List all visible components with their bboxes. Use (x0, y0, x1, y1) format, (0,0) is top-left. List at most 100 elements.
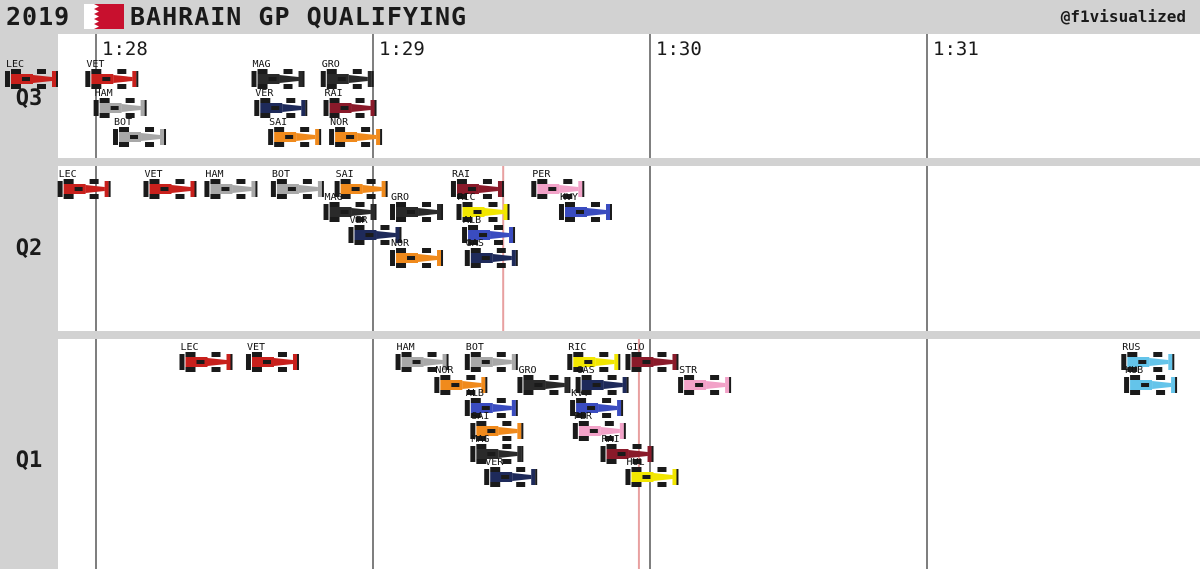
driver-label: BOT (114, 117, 132, 128)
driver-label: PER (574, 411, 593, 422)
car-q3-sai: SAI (268, 117, 322, 147)
driver-label: RIC (568, 342, 586, 353)
car-q1-ver: VER (484, 457, 538, 487)
driver-label: BOT (466, 342, 484, 353)
driver-label: RIC (458, 192, 476, 203)
driver-label: HAM (205, 169, 223, 180)
driver-label: VER (255, 88, 274, 99)
driver-label: STR (679, 365, 698, 376)
driver-label: LEC (59, 169, 77, 180)
session-label-q1: Q1 (15, 448, 43, 473)
car-q2-ric: RIC (456, 192, 510, 222)
x-tick-label: 1:28 (102, 38, 148, 60)
car-q3-vet: VET (85, 59, 139, 89)
driver-label: VER (349, 215, 368, 226)
car-q1-sai: SAI (470, 411, 524, 441)
car-q1-rus: RUS (1121, 342, 1175, 372)
car-q3-rai: RAI (323, 88, 377, 118)
car-q1-kvy: KVY (570, 388, 624, 418)
driver-label: BOT (272, 169, 290, 180)
x-tick-label: 1:29 (379, 38, 425, 60)
driver-label: KVY (571, 388, 589, 399)
car-q1-per: PER (572, 411, 626, 441)
car-q2-rai: RAI (450, 169, 504, 199)
car-q2-ham: HAM (204, 169, 258, 199)
car-q3-bot: BOT (113, 117, 167, 147)
car-q2-sai: SAI (334, 169, 388, 199)
car-q3-gro: GRO (320, 59, 374, 89)
car-q3-nor: NOR (329, 117, 383, 147)
car-q2-gro: GRO (390, 192, 444, 222)
car-q3-mag: MAG (251, 59, 305, 89)
session-label-q3: Q3 (15, 86, 43, 111)
car-q1-gas: GAS (575, 365, 629, 395)
car-q2-alb: ALB (462, 215, 516, 245)
car-q1-vet: VET (245, 342, 299, 372)
driver-label: VET (144, 169, 162, 180)
driver-label: HAM (397, 342, 415, 353)
car-q1-bot: BOT (464, 342, 518, 372)
driver-label: ALB (466, 388, 484, 399)
car-q1-gio: GIO (625, 342, 679, 372)
session-divider-2 (58, 331, 1200, 339)
car-q1-str: STR (678, 365, 732, 395)
x-tick-label: 1:31 (933, 38, 979, 60)
driver-label: ALB (463, 215, 481, 226)
driver-label: VET (86, 59, 104, 70)
car-q2-bot: BOT (270, 169, 324, 199)
driver-label: SAI (269, 117, 287, 128)
driver-label: GIO (626, 342, 644, 353)
session-divider-1 (58, 158, 1200, 166)
chart-title: BAHRAIN GP QUALIFYING (130, 2, 468, 31)
car-q2-kvy: KVY (558, 192, 612, 222)
car-q3-lec: LEC (4, 59, 58, 89)
driver-label: MAG (253, 59, 271, 70)
driver-label: RAI (452, 169, 470, 180)
bahrain-flag-icon (84, 4, 124, 29)
car-q2-gas: GAS (464, 238, 518, 268)
driver-label: NOR (330, 117, 349, 128)
driver-label: GAS (466, 238, 484, 249)
driver-label: RAI (602, 434, 620, 445)
driver-label: RUS (1122, 342, 1140, 353)
car-q2-vet: VET (143, 169, 197, 199)
driver-label: RAI (325, 88, 343, 99)
title-year: 2019 (6, 2, 71, 31)
driver-label: GRO (518, 365, 536, 376)
driver-label: SAI (336, 169, 354, 180)
driver-label: VET (247, 342, 265, 353)
driver-label: GRO (322, 59, 340, 70)
session-sidebar (0, 34, 58, 569)
car-q1-lec: LEC (179, 342, 233, 372)
car-q1-ric: RIC (567, 342, 621, 372)
car-q2-ver: VER (348, 215, 402, 245)
car-q2-nor: NOR (390, 238, 444, 268)
driver-label: NOR (435, 365, 454, 376)
car-q2-per: PER (531, 169, 585, 199)
driver-label: GAS (577, 365, 595, 376)
car-q1-alb: ALB (464, 388, 518, 418)
driver-label: PER (532, 169, 551, 180)
car-q3-ham: HAM (93, 88, 147, 118)
driver-label: KVY (560, 192, 578, 203)
driver-label: GRO (391, 192, 409, 203)
driver-label: MAG (325, 192, 343, 203)
x-tick-label: 1:30 (656, 38, 702, 60)
session-label-q2: Q2 (15, 236, 43, 261)
car-q1-rai: RAI (600, 434, 654, 464)
car-q1-kub: KUB (1124, 365, 1178, 395)
car-q1-gro: GRO (517, 365, 571, 395)
driver-label: KUB (1125, 365, 1143, 376)
driver-label: LEC (6, 59, 24, 70)
driver-label: HAM (95, 88, 113, 99)
car-q2-lec: LEC (57, 169, 111, 199)
car-q1-hul: HUL (625, 457, 679, 487)
driver-label: NOR (391, 238, 410, 249)
car-q1-ham: HAM (395, 342, 449, 372)
car-q3-ver: VER (254, 88, 308, 118)
driver-label: VER (485, 457, 504, 468)
car-q1-nor: NOR (434, 365, 488, 395)
driver-label: HUL (626, 457, 644, 468)
